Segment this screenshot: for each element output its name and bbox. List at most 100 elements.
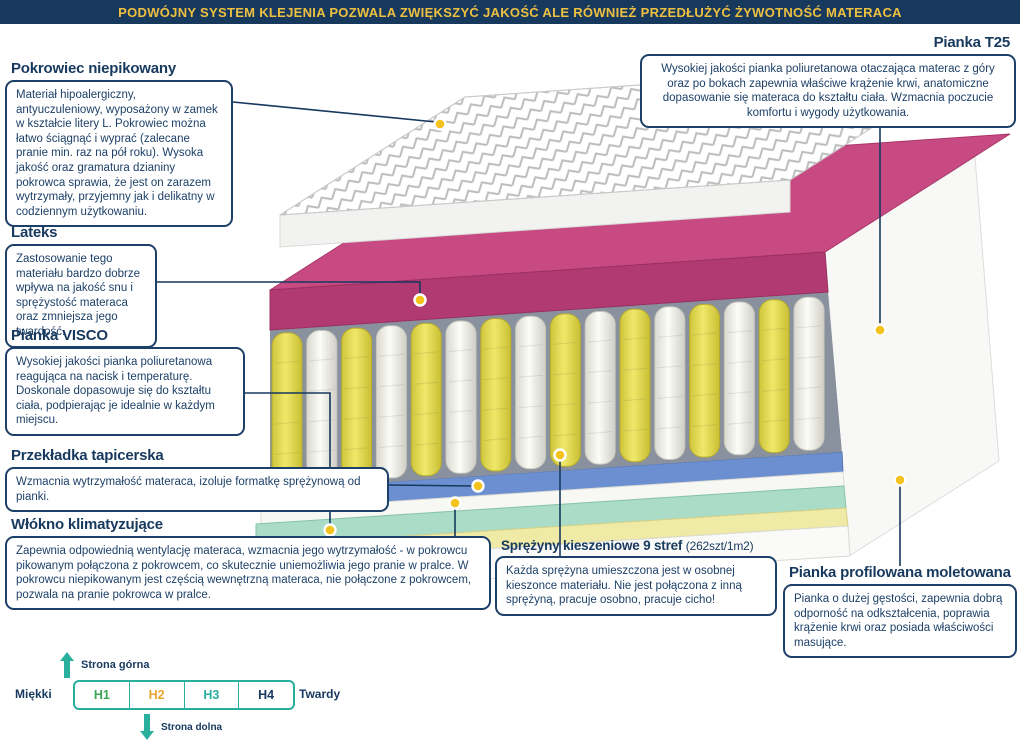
callout-lateks: Lateks Zastosowanie tego materiału bardz… (5, 224, 157, 348)
callout-t25-body: Wysokiej jakości pianka poliuretanowa ot… (640, 54, 1016, 129)
spring-coil-line (692, 332, 717, 336)
callout-profilowana-body: Pianka o dużej gęstości, zapewnia dobrą … (783, 584, 1017, 659)
spring-coil-line (657, 334, 682, 338)
spring-coil-line (518, 344, 543, 348)
pocket-springs (270, 292, 842, 490)
spring-white (515, 315, 547, 470)
spring-white (375, 325, 407, 479)
dot-profilowana (893, 473, 907, 487)
spring-coil-line (414, 351, 439, 355)
arrow-up-icon (60, 652, 74, 678)
callout-t25: Pianka T25 Wysokiej jakości pianka poliu… (640, 34, 1016, 129)
dot-visco (323, 523, 337, 537)
spring-coil-line (727, 421, 752, 425)
spring-coil-line (483, 346, 508, 350)
spring-coil-line (588, 339, 613, 343)
spring-coil-line (414, 442, 439, 446)
spring-coil-line (309, 388, 334, 392)
spring-coil-line (553, 402, 578, 406)
spring-coil-line (692, 363, 717, 366)
spring-coil-line (762, 327, 787, 331)
spring-coil-line (483, 438, 508, 441)
spring-coil-line (448, 409, 474, 413)
spring-coil-line (414, 381, 439, 385)
callout-visco: Pianka VISCO Wysokiej jakości pianka pol… (5, 327, 245, 436)
spring-coil-line (274, 421, 300, 425)
spring-yellow (410, 322, 442, 477)
top-banner: PODWÓJNY SYSTEM KLEJENIA POZWALA ZWIĘKSZ… (0, 0, 1020, 24)
callout-dots (323, 117, 907, 537)
spring-coil-line (379, 414, 404, 418)
dot-pokrowiec (433, 117, 447, 131)
spring-coil-line (553, 341, 578, 345)
spring-coil-line (657, 395, 682, 399)
spring-coil-line (762, 388, 787, 392)
callout-profilowana-title: Pianka profilowana moletowana (789, 564, 1011, 581)
spring-coil-line (379, 384, 404, 388)
spring-coil-line (657, 426, 682, 430)
spring-coil-line (622, 367, 648, 371)
spring-coil-line (588, 400, 613, 404)
spring-yellow (480, 318, 512, 472)
line-lateks (157, 281, 421, 296)
spring-coil-line (796, 386, 822, 390)
callout-pokrowiec: Pokrowiec niepikowany Materiał hipoalerg… (5, 60, 233, 228)
spring-coil-line (796, 356, 822, 359)
hardness-scale: Strona górna Miękki H1 H2 H3 H4 Twardy S… (15, 652, 355, 740)
line-przekladka (388, 484, 473, 487)
dot-t25 (873, 323, 887, 337)
spring-coil-line (622, 337, 648, 341)
callout-wlokno-body: Zapewnia odpowiednią wentylację materaca… (5, 536, 491, 611)
spring-coil-line (518, 374, 543, 378)
spring-coil-line (414, 412, 439, 416)
hardness-level-4: H4 (238, 682, 293, 708)
callout-przekladka-body: Wzmacnia wytrzymałość materaca, izoluje … (5, 467, 389, 513)
callout-profilowana: Pianka profilowana moletowana Pianka o d… (783, 564, 1017, 659)
spring-yellow (619, 308, 651, 463)
spring-coil-line (344, 416, 369, 420)
spring-coil-line (762, 358, 787, 362)
spring-white (445, 320, 477, 474)
hardness-bar: H1 H2 H3 H4 (73, 680, 295, 710)
callout-visco-title: Pianka VISCO (11, 327, 108, 344)
spring-white (723, 301, 755, 456)
spring-white (654, 306, 686, 460)
hardness-level-1: H1 (93, 688, 110, 702)
dot-wlokno (448, 496, 462, 510)
spring-coil-line (727, 330, 752, 334)
spring-coil-line (657, 365, 682, 369)
dot-przekladka (471, 479, 485, 493)
scale-top-row: Strona górna (59, 652, 355, 678)
spring-coil-line (762, 419, 787, 423)
callout-sprezyny-body: Każda sprężyna umieszczona jest w osobne… (495, 556, 777, 616)
callout-pokrowiec-body: Materiał hipoalergiczny, antyuczuleniowy… (5, 80, 233, 228)
spring-coil-line (344, 356, 369, 359)
scale-bottom-row: Strona dolna (139, 714, 355, 740)
spring-coil-line (344, 447, 369, 451)
spring-coil-line (274, 360, 300, 364)
lateks-front-face (269, 251, 829, 331)
callout-przekladka-title: Przekładka tapicerska (11, 447, 164, 464)
spring-coil-line (796, 417, 822, 421)
callout-wlokno-title: Włókno klimatyzujące (11, 516, 163, 533)
spring-coil-line (692, 424, 717, 428)
scale-soft-label: Miękki (15, 687, 52, 701)
spring-coil-line (448, 379, 474, 383)
spring-coil-line (622, 428, 648, 432)
scale-hard-label: Twardy (299, 687, 341, 701)
line-pokrowiec (232, 101, 437, 123)
spring-coil-line (274, 452, 300, 455)
spring-coil-line (344, 386, 369, 390)
spring-coil-line (483, 407, 508, 411)
spring-coil-line (379, 445, 404, 448)
callout-wlokno: Włókno klimatyzujące Zapewnia odpowiedni… (5, 516, 491, 611)
spring-coil-line (448, 349, 474, 352)
spring-coil-line (448, 440, 474, 444)
dot-lateks (413, 293, 427, 307)
spring-white (793, 296, 825, 451)
callout-sprezyny: Sprężyny kieszeniowe 9 stref (262szt/1m2… (495, 538, 777, 616)
callout-t25-title: Pianka T25 (933, 34, 1011, 51)
callout-sprezyny-title-main: Sprężyny kieszeniowe 9 stref (501, 538, 683, 553)
scale-top-label: Strona górna (81, 659, 150, 671)
